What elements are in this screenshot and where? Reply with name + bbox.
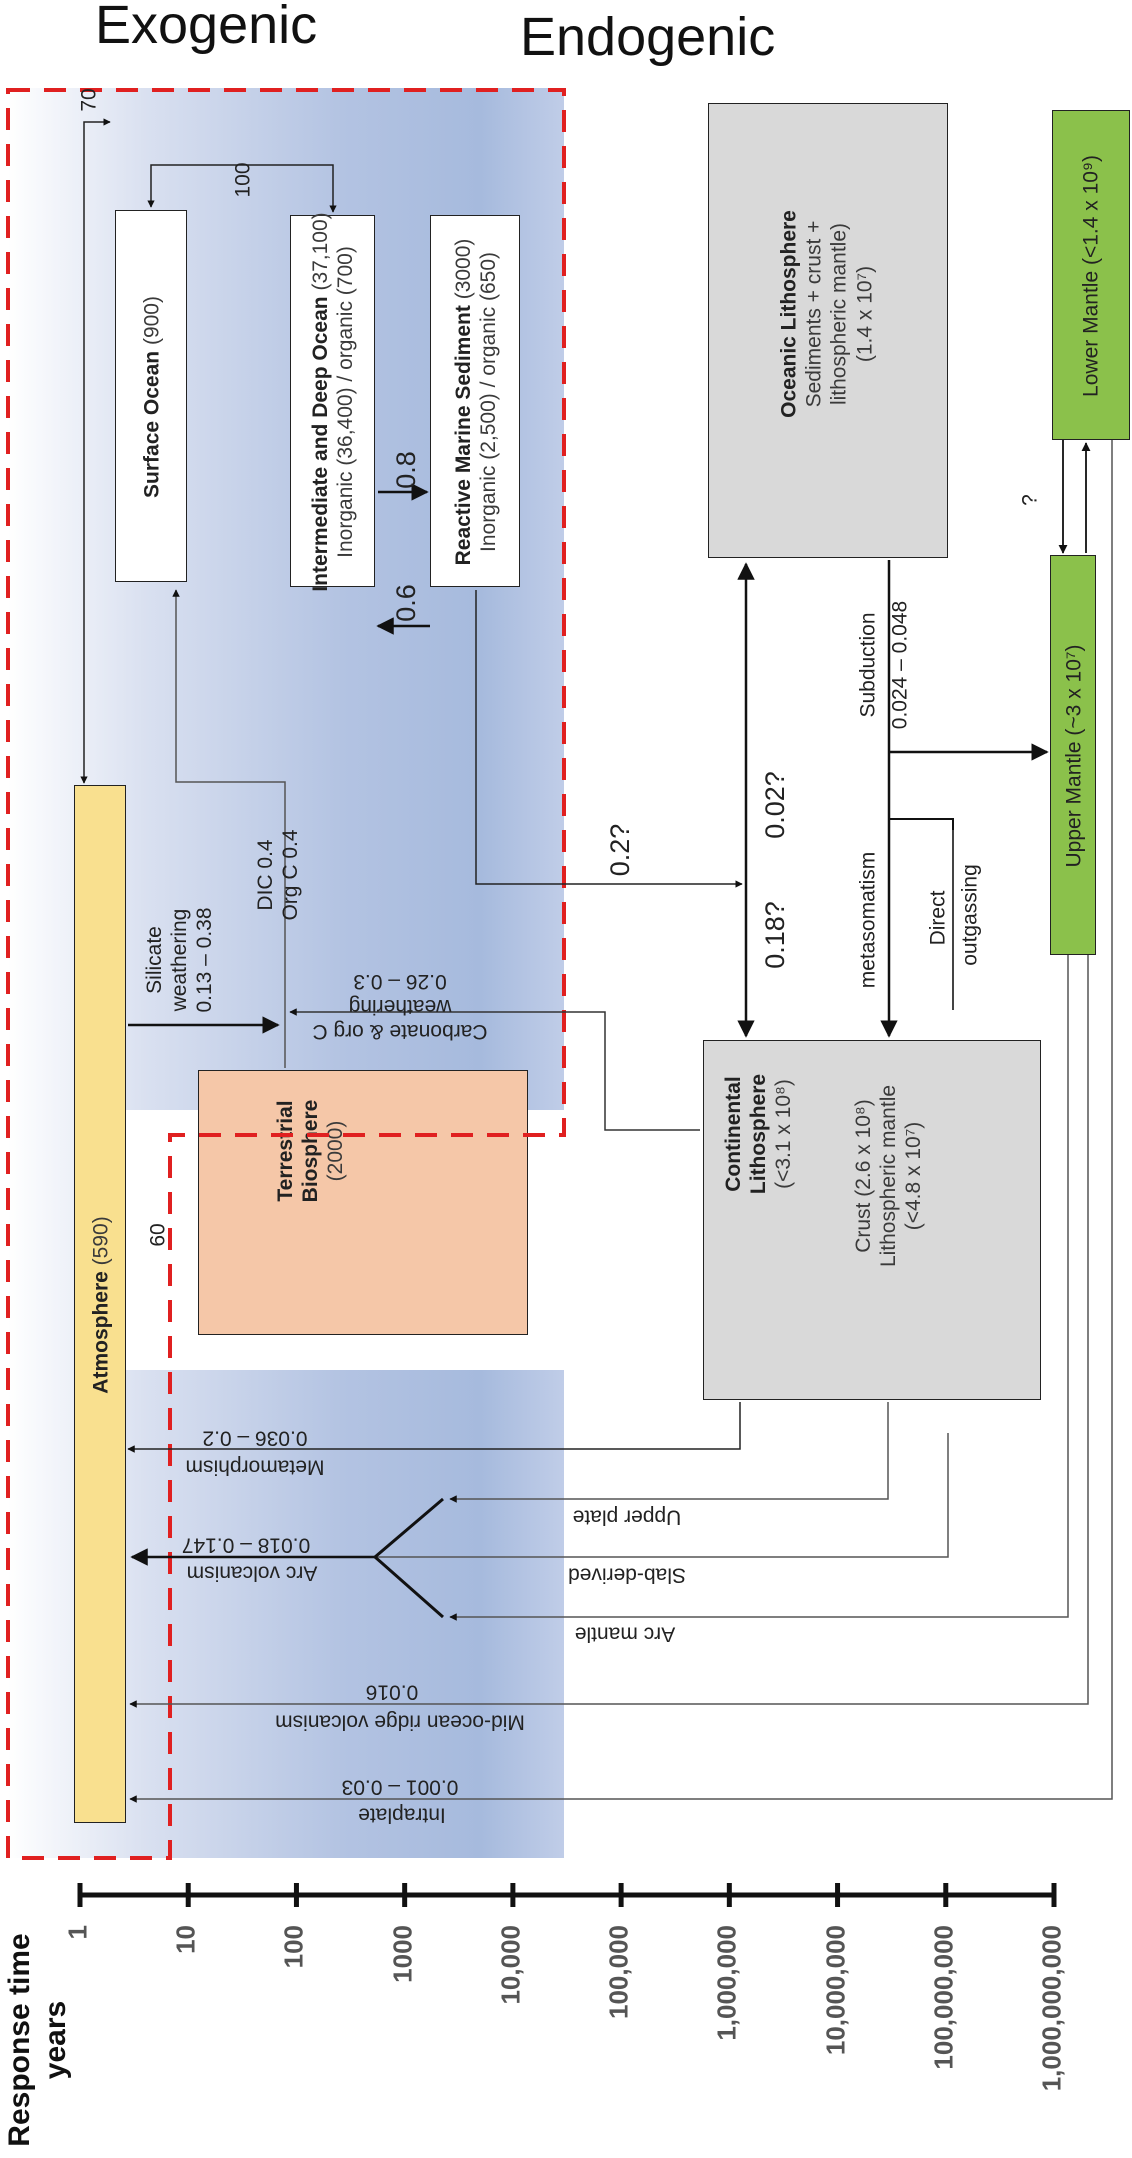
flux-label-atmosphere-biosphere: 60: [146, 1223, 170, 1247]
flux-label-deep-to-sediment: 0.8: [390, 451, 421, 489]
axis-tick-label: 1,000,000: [711, 1925, 742, 2041]
intraplate-value: 0.001 – 0.03: [341, 1775, 459, 1799]
arc-volcanism-value: 0.018 – 0.147: [181, 1533, 311, 1557]
upper-mantle-box[interactable]: Upper Mantle (~3 x 10⁷): [1050, 555, 1096, 955]
metamorphism-label: Metamorphism: [185, 1455, 325, 1479]
mantle-exchange-label: ?: [1018, 494, 1042, 506]
metasomatism-label: metasomatism: [856, 851, 880, 989]
mor-label: Mid-ocean ridge volcanism: [275, 1710, 525, 1734]
exogenic-header: Exogenic: [95, 0, 318, 55]
atmosphere-box[interactable]: Atmosphere (590): [74, 785, 126, 1823]
surface-deep-exchange-arrow: [147, 164, 337, 213]
flux-label-continental-oceanic: 0.02?: [759, 771, 790, 839]
response-time-axis: [77, 1883, 1057, 1907]
upper-plate-label: Upper plate: [572, 1505, 682, 1529]
deep-ocean-box[interactable]: Intermediate and Deep Ocean (37,100) Ino…: [290, 212, 375, 592]
arc-mantle-line: [449, 955, 1069, 1621]
terrestrial-biosphere-box[interactable]: Terrestrial Biosphere (2000): [198, 1070, 528, 1335]
slab-derived-label: Slab-derived: [568, 1563, 686, 1587]
mor-volcanism-arrow: [129, 955, 1089, 1708]
carbonate-weathering-label: Carbonate & org C weathering 0.26 – 0.3: [312, 969, 488, 1043]
metamorphism-arrow: [127, 1402, 741, 1453]
arc-volcanism-label: Arc volcanism: [186, 1561, 318, 1585]
direct-outgassing-label-1: Direct: [926, 890, 950, 946]
flux-label-oceanic-continental: 0.18?: [759, 901, 790, 969]
oceanic-lithosphere-box[interactable]: Oceanic Lithosphere Sediments + crust + …: [708, 103, 948, 558]
intraplate-label: Intraplate: [358, 1803, 446, 1827]
surface-ocean-box[interactable]: Surface Ocean (900): [115, 210, 187, 582]
atmosphere-ocean-arrow: [80, 118, 111, 784]
upper-plate-line: [449, 1402, 889, 1503]
river-flux-label: DIC 0.4 Org C 0.4: [253, 829, 302, 921]
subduction-label: Subduction: [856, 612, 880, 718]
lower-mantle-box[interactable]: Lower Mantle (<1.4 x 10⁹): [1052, 110, 1130, 440]
flux-label-surface-deep: 100: [231, 162, 255, 198]
axis-tick-label: 1,000,000,000: [1036, 1925, 1067, 2092]
axis-tick-label: 10,000,000: [820, 1925, 851, 2056]
arc-fork: [372, 1497, 444, 1619]
arc-mantle-label: Arc mantle: [574, 1622, 676, 1646]
sediment-to-lithosphere-arrow: [475, 590, 743, 888]
slab-derived-line: [375, 1433, 949, 1558]
axis-tick-label: 100,000,000: [928, 1925, 959, 2070]
flux-label-sediment-lithosphere: 0.2?: [604, 823, 635, 877]
axis-tick-label: 10,000: [495, 1925, 526, 2005]
direct-outgassing-label-2: outgassing: [958, 864, 982, 966]
marine-sediment-box[interactable]: Reactive Marine Sediment (3000) Inorgani…: [430, 215, 520, 587]
axis-tick-label: 1: [62, 1925, 93, 1940]
endogenic-header: Endogenic: [520, 7, 776, 67]
intraplate-arrow: [129, 440, 1113, 1803]
subduction-value: 0.024 – 0.048: [888, 600, 912, 730]
axis-tick-label: 100,000: [603, 1925, 634, 2019]
axis-tick-label: 100: [278, 1925, 309, 1969]
axis-tick-label: 1000: [387, 1925, 418, 1983]
exogenic-boundary: [6, 88, 566, 1860]
axis-tick-label: 10: [170, 1925, 201, 1954]
metamorphism-value: 0.036 – 0.2: [202, 1426, 308, 1450]
carbonate-weathering-arrow: [289, 1008, 700, 1131]
axis-title: Response time years: [3, 1933, 72, 2147]
continental-lithosphere-box[interactable]: Continental Lithosphere (<3.1 x 10⁸) Cru…: [703, 1040, 1041, 1400]
river-flux-arrow: [172, 589, 286, 1068]
flux-label-atmosphere-ocean: 70: [77, 88, 101, 112]
silicate-weathering-label: Silicate weathering 0.13 – 0.38: [143, 907, 217, 1013]
mor-value: 0.016: [365, 1680, 419, 1704]
flux-label-sediment-to-deep: 0.6: [390, 584, 421, 622]
